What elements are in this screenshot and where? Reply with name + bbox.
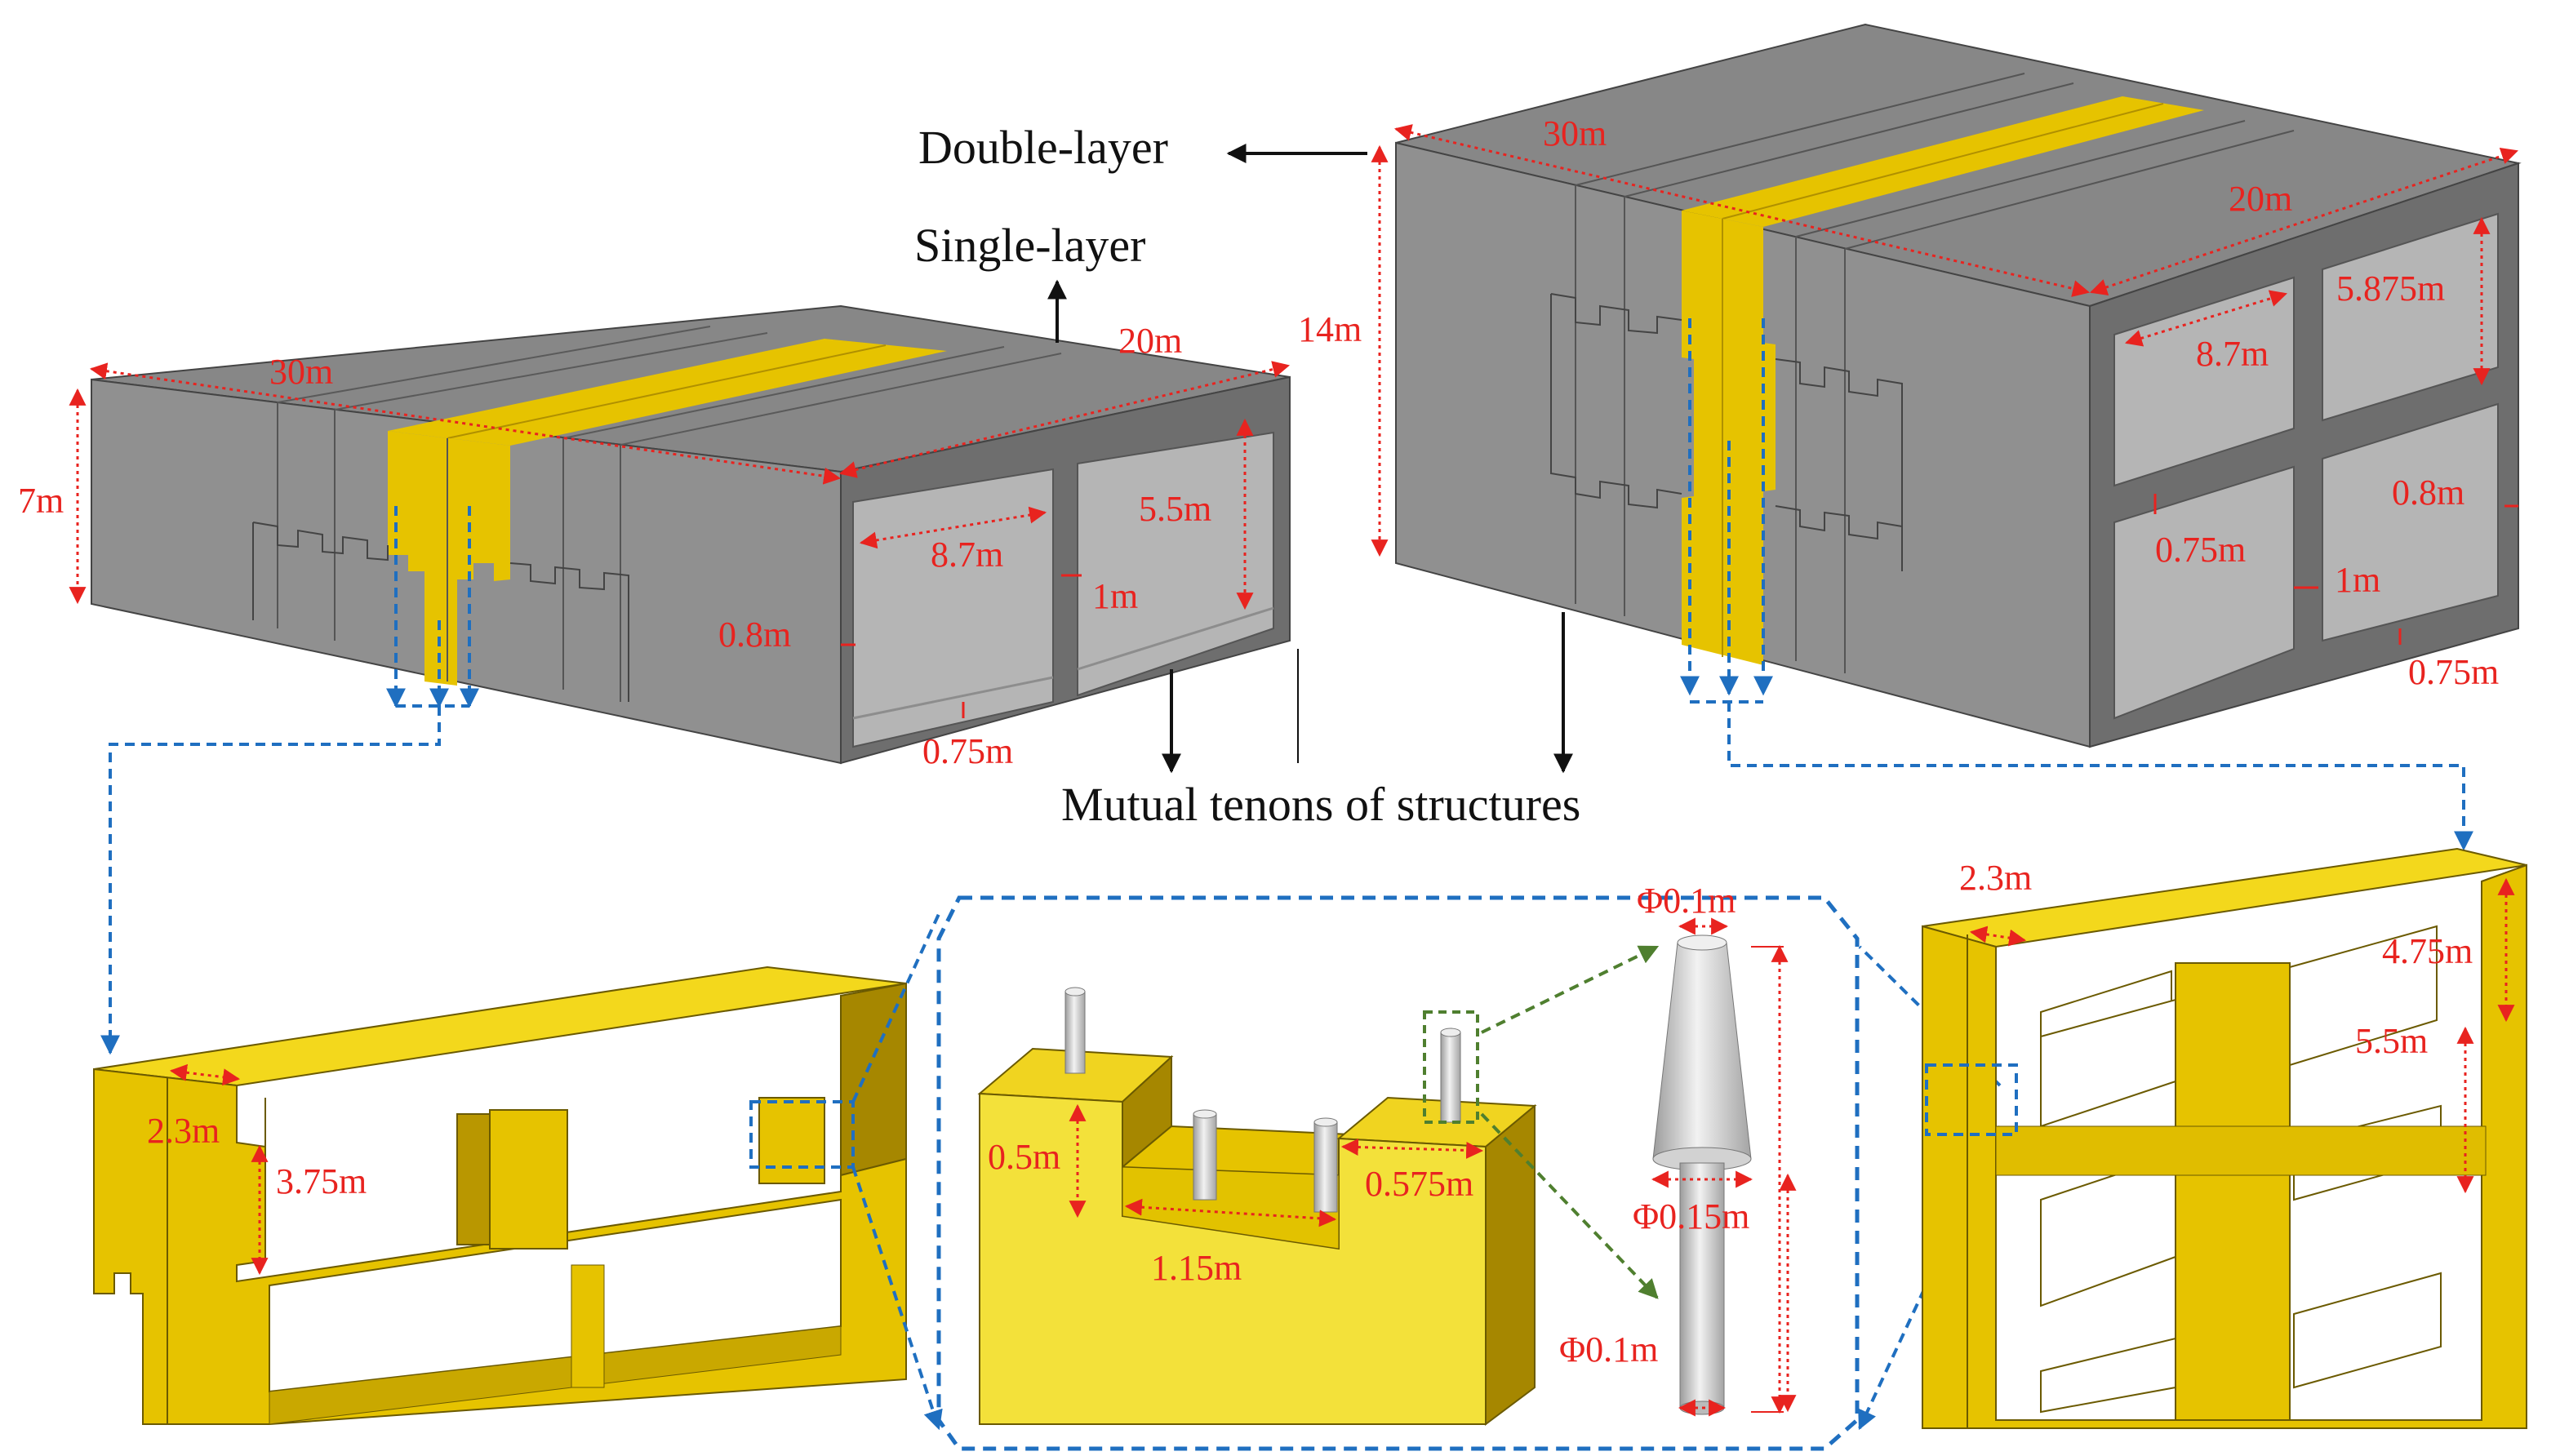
mutual-tenons-label: Mutual tenons of structures: [1061, 778, 1580, 831]
double-cell-height-label: 5.875m: [2336, 269, 2445, 309]
single-mid-wall-label: 1m: [1092, 576, 1138, 616]
single-yellow-band-front: [388, 431, 510, 686]
single-cell-height-label: 5.5m: [1139, 489, 1211, 529]
detail-shoulder-label: 0.575m: [1365, 1164, 1473, 1204]
detail-depth-label: 0.5m: [988, 1137, 1060, 1177]
double-cavity-ll: [2113, 465, 2295, 720]
double-cell-width-label: 8.7m: [2196, 334, 2269, 374]
double-mid-wall-label: 1m: [2335, 560, 2380, 600]
double-length-label: 30m: [1543, 113, 1607, 153]
pin-bottom-dia-label: Φ0.1m: [1559, 1329, 1658, 1369]
double-side-wall-label: 0.8m: [2392, 473, 2464, 513]
single-slab-label: 0.75m: [922, 731, 1013, 771]
double-lower-height-label: 5.5m: [2355, 1021, 2428, 1061]
single-dimensions: 30m 20m 7m 8.7m 5.5m 1m 0.8m 0.75m: [18, 321, 1291, 771]
pin-detail: Φ0.1m Φ0.15m Φ0.1m: [1559, 881, 1797, 1417]
pin-top-dia-label: Φ0.1m: [1637, 881, 1736, 921]
double-width-label: 20m: [2229, 179, 2292, 219]
double-layer-label: Double-layer: [918, 121, 1168, 174]
pin-mid-dia-label: Φ0.15m: [1633, 1196, 1749, 1236]
double-bottom-slab-label: 0.75m: [2408, 652, 2499, 692]
single-length-label: 30m: [269, 352, 333, 392]
single-flange-label: 2.3m: [147, 1111, 220, 1151]
single-width-label: 20m: [1118, 321, 1182, 361]
blue-leaders: [100, 318, 2473, 1055]
detail-block-front: [979, 1092, 1487, 1425]
double-mid-slab-label: 0.75m: [2155, 530, 2246, 570]
single-layer-label: Single-layer: [914, 219, 1145, 272]
single-cavity-left: [852, 468, 1054, 748]
single-tenon-height-label: 3.75m: [276, 1161, 367, 1201]
detail-panel: 0.5m 1.15m 0.575m: [851, 895, 2002, 1451]
double-section-front: [1922, 863, 2527, 1429]
single-cell-width-label: 8.7m: [931, 535, 1003, 575]
double-cavity-lr: [2322, 402, 2499, 642]
detail-slot-width-label: 1.15m: [1151, 1248, 1242, 1288]
double-dimensions: 30m 20m 14m 8.7m 5.875m 0.8m 0.75m 1m 0.…: [1298, 113, 2518, 692]
single-height-label: 7m: [18, 481, 64, 521]
single-section: 2.3m 3.75m: [93, 965, 907, 1425]
double-upper-height-label: 4.75m: [2382, 931, 2473, 971]
double-height-label: 14m: [1298, 309, 1362, 349]
center-annotations: Double-layer Single-layer Mutual tenons …: [914, 121, 1580, 831]
double-flange-label: 2.3m: [1959, 858, 2032, 898]
double-yellow-band-front: [1682, 211, 1776, 665]
double-section: 2.3m 4.75m 5.5m: [1922, 847, 2527, 1429]
single-side-wall-label: 0.8m: [718, 615, 791, 655]
